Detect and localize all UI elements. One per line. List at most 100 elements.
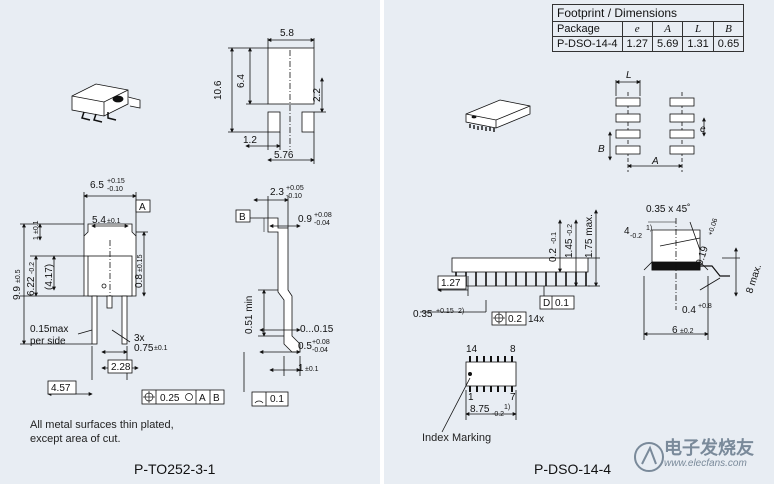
dim-2-3-tol-down: -0.10 (286, 193, 302, 200)
package-title-dso: P-DSO-14-4 (534, 461, 612, 477)
table-header-package: Package (552, 21, 623, 37)
dim-6-5-tol-down: -0.10 (107, 186, 123, 193)
dim-5-76: 5.76 (274, 150, 294, 161)
per-side-label: per side (30, 336, 66, 347)
table-header-a: A (651, 21, 684, 37)
to252-front-view (20, 192, 148, 396)
dim-2-2: 2.2 (312, 88, 323, 102)
fp-label-l: L (626, 70, 632, 81)
watermark: 电子发烧友 www.elecfans.com (628, 432, 774, 484)
dim-1-45: 1.45 (564, 238, 575, 258)
dim-0-5-tol-down: -0.04 (312, 347, 328, 354)
pin-14-label: 14 (466, 344, 478, 355)
dim-6-5-tol-up: +0.15 (107, 178, 125, 185)
dso-side-view (420, 209, 600, 313)
table-cell-b: 0.65 (712, 36, 745, 52)
dim-0-4-tol: +0.8 (698, 303, 712, 310)
to252-side-view (243, 196, 301, 392)
datum-d-frame (539, 295, 575, 310)
lead-tol-value: 0.2 (508, 314, 522, 325)
dim-9-9-tol: ±0.5 (15, 269, 22, 283)
position-ref-b: B (213, 393, 220, 404)
dim-10-6: 10.6 (213, 80, 224, 100)
flatness-frame (251, 391, 289, 407)
dso-end-view (643, 218, 740, 340)
dso-top-view (441, 356, 517, 433)
pin-8-label: 8 (510, 344, 516, 355)
dim-0-8-tol: ±0.15 (137, 254, 144, 272)
dim-0-8: 0.8 (134, 274, 145, 288)
dim-6-5: 6.5 (90, 180, 104, 191)
lead-count-3x: 3x (134, 333, 145, 344)
dim-4: 4 (624, 226, 630, 237)
dim-0-9: 0.9 (298, 214, 312, 225)
watermark-brand: 电子发烧友 (664, 438, 754, 459)
to252-footprint (228, 38, 326, 164)
dim-6-22: 6.22 (26, 276, 37, 296)
watermark-url: www.elecfans.com (664, 458, 747, 469)
table-header-e: e (621, 21, 653, 37)
dim-8-75: 8.75 (470, 404, 490, 415)
dim-9-9: 9.9 (12, 286, 23, 300)
dim-0-2-tol: -0.1 (551, 232, 558, 244)
watermark-logo (634, 442, 664, 472)
dim-2-3: 2.3 (270, 187, 284, 198)
dim-4-17: (4.17) (44, 264, 55, 290)
dso-pad-rows (615, 97, 695, 155)
plating-note-line2: except area of cut. (30, 433, 121, 445)
lead-count-14x: 14x (528, 314, 544, 325)
datum-d-label: D (543, 298, 550, 309)
dim-0-5-tol-up: +0.08 (312, 339, 330, 346)
table-cell-package: P-DSO-14-4 (552, 36, 623, 52)
to252-3d-view (71, 83, 141, 123)
footprint-dimensions-table: Footprint / Dimensions Package e A L B P… (551, 4, 745, 52)
dim-1: 1 (33, 236, 40, 240)
dim-chamfer: 0.35 x 45˚ (646, 203, 690, 215)
dim-0-9-tol-down: -0.04 (314, 220, 330, 227)
fp-label-e: e (700, 124, 706, 135)
dim-8-75-note: 1) (504, 404, 510, 411)
dim-8-max: 8 max. (744, 263, 764, 295)
dim-1-lead: 1 (298, 363, 304, 374)
flatness-value: 0.1 (270, 394, 284, 405)
pin-7-label: 7 (510, 392, 516, 403)
dim-5-4-tol: ±0.1 (107, 218, 121, 225)
panel-divider (380, 0, 384, 484)
dim-1-2: 1.2 (243, 135, 257, 146)
plating-note: All metal surfaces thin plated, except a… (30, 418, 174, 446)
dim-1-27: 1.27 (441, 278, 461, 289)
dim-0-9-tol-up: +0.08 (314, 212, 332, 219)
dim-1-tol: ±0.1 (33, 220, 40, 234)
dim-0-75: 0.75 (134, 343, 154, 354)
table-header-b: B (712, 21, 745, 37)
dim-0-19-tol: +0.06 (707, 218, 719, 237)
dim-2-3-tol-up: +0.05 (286, 185, 304, 192)
dim-0-2: 0.2 (548, 248, 559, 262)
datum-b-label: B (239, 212, 246, 223)
dso-3d-view (465, 99, 531, 132)
dim-1-45-tol: -0.2 (567, 224, 574, 236)
dim-5-4: 5.4 (92, 215, 106, 226)
datum-b-box (235, 209, 251, 223)
dim-6-22-tol: -0.2 (29, 262, 36, 274)
table-header-row: Package e A L B (552, 21, 745, 37)
position-ref-a: A (199, 393, 206, 404)
dim-0-35: 0.35 (413, 309, 433, 320)
dim-0-15max: 0.15max (30, 324, 68, 335)
package-title-to252: P-TO252-3-1 (134, 461, 216, 477)
dim-4-tol: -0.2 (630, 233, 642, 240)
dim-8-75-tol: -0.2 (492, 411, 504, 418)
index-marking-label: Index Marking (422, 432, 492, 444)
dim-0-75-tol: ±0.1 (154, 345, 168, 352)
table-cell-l: 1.31 (682, 36, 714, 52)
dim-228-box (107, 359, 133, 374)
datum-a-label: A (139, 202, 146, 213)
dim-2-28: 2.28 (111, 362, 131, 373)
dim-0-51-min: 0.51 min (244, 296, 255, 334)
right-panel-p-dso (384, 0, 774, 484)
dim-0-35-note: 2) (458, 308, 464, 315)
dim-1-lead-tol: ±0.1 (305, 366, 319, 373)
pin-1-label: 1 (468, 392, 474, 403)
table-row: P-DSO-14-4 1.27 5.69 1.31 0.65 (552, 36, 745, 52)
